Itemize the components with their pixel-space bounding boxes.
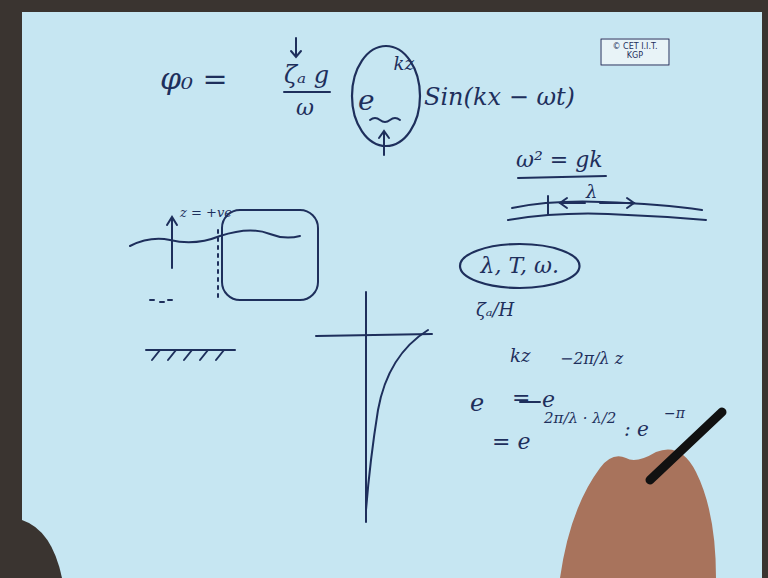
handwritten-label: ζₐ g (284, 62, 329, 88)
node-text: © CET I.I.T. KGP (604, 43, 666, 61)
handwritten-label: ω (296, 96, 314, 120)
handwritten-label: −2π/λ z (560, 350, 623, 368)
handwritten-label: Sin(kx − ωt) (424, 84, 575, 110)
handwritten-label: z = +ve (180, 206, 232, 220)
handwritten-label: e (542, 388, 555, 412)
handwritten-label: : e (624, 418, 649, 440)
node-text: kz (394, 54, 414, 74)
node-text: λ, T, ω. (481, 254, 559, 278)
watermark-box: © CET I.I.T. KGP (600, 38, 670, 66)
handwritten-label: kz (510, 346, 530, 366)
handwritten-label: e (358, 86, 375, 117)
handwritten-label: = e (492, 430, 530, 454)
handwritten-label: ζₐ/H (476, 300, 514, 320)
handwritten-label: 2π/λ · λ/2 (544, 410, 616, 427)
handwritten-label: e (470, 390, 484, 416)
circled-note: λ, T, ω. (458, 242, 582, 290)
handwritten-label: φ₀ = (160, 62, 228, 95)
handwritten-label: λ (586, 182, 597, 202)
handwritten-label: −π (664, 406, 685, 421)
handwritten-label: ω² = gk (516, 148, 603, 172)
handwritten-label: = (512, 386, 530, 410)
